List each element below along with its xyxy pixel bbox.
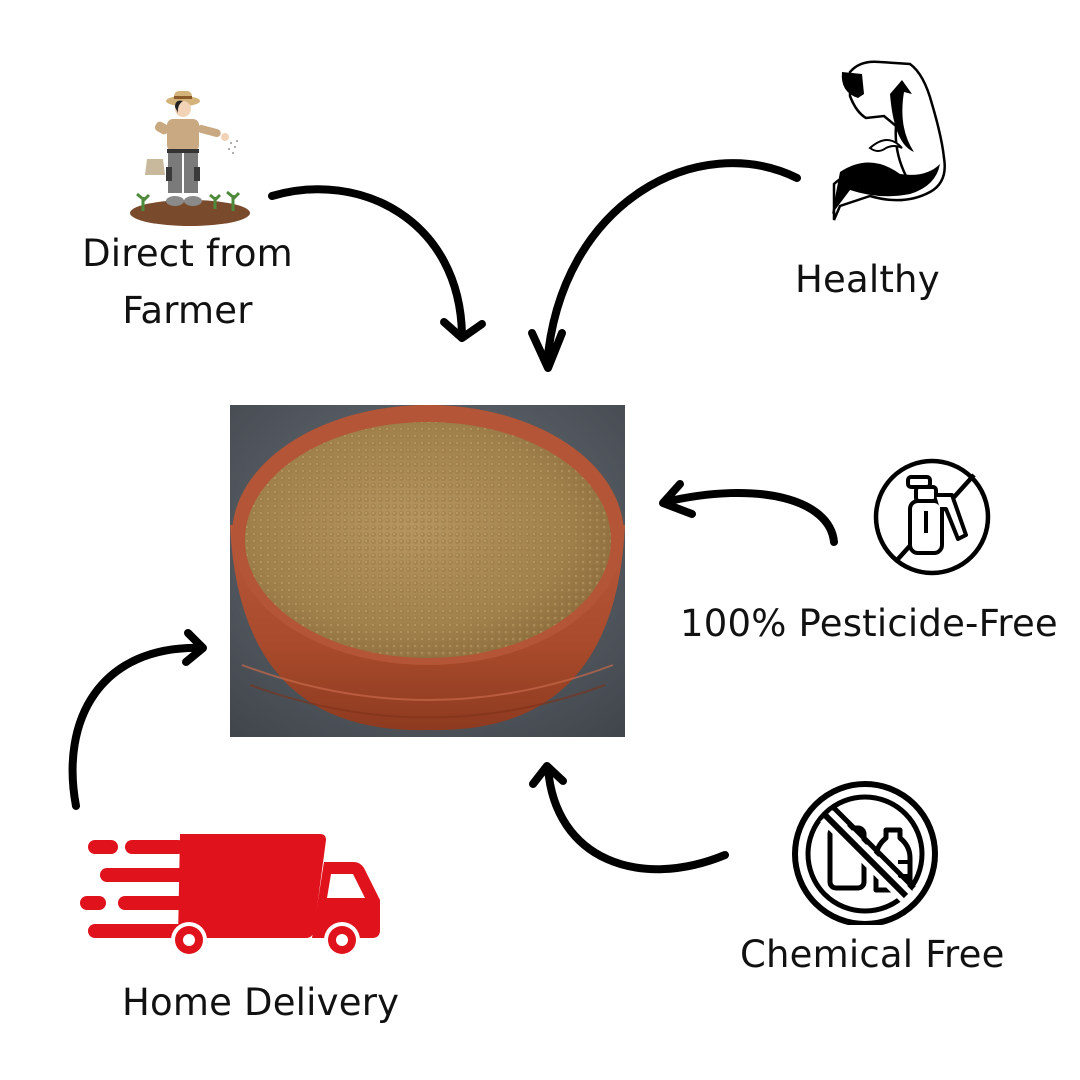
arrow-healthy	[543, 159, 801, 369]
arrow-delivery	[68, 643, 206, 810]
farmer-sowing-icon	[130, 91, 250, 226]
feature-healthy: Healthy	[790, 50, 960, 310]
flexed-bicep-icon	[832, 60, 946, 221]
arrow-chemical	[544, 764, 729, 874]
delivery-truck-icon	[80, 834, 380, 957]
feature-label-line2: Farmer	[122, 289, 253, 332]
feature-label-line1: Direct from	[82, 232, 293, 275]
feature-label: Home Delivery	[122, 981, 400, 1024]
feature-pesticide-free: 100% Pesticide-Free	[675, 450, 1065, 660]
feature-label: Chemical Free	[740, 933, 1005, 976]
millet-bowl-photo	[230, 405, 625, 737]
feature-label: Healthy	[795, 258, 940, 301]
feature-label: 100% Pesticide-Free	[680, 602, 1058, 645]
feature-home-delivery: Home Delivery	[75, 830, 415, 1040]
no-spray-bottle-icon	[873, 458, 991, 576]
no-chemical-bottles-icon	[792, 781, 938, 925]
feature-direct-from-farmer: Direct from Farmer	[70, 80, 310, 340]
product-image-millet-bowl	[230, 405, 625, 737]
feature-chemical-free: Chemical Free	[735, 775, 1015, 985]
